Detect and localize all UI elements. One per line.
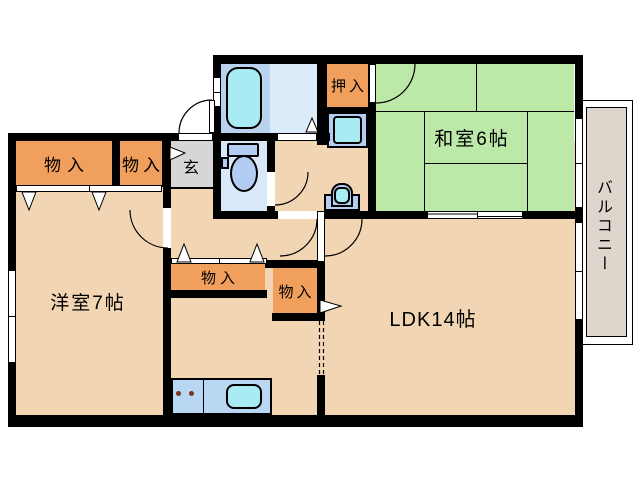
kitchen-sink: [226, 384, 262, 409]
toilet-bowl: [230, 155, 258, 192]
entrance-door-arc: [178, 99, 213, 134]
washitsu-door-leaf: [369, 64, 376, 103]
window-washitsu-balcony: [575, 118, 583, 208]
wall-genkan-left: [162, 141, 171, 187]
storage-center-right: [273, 268, 317, 313]
yoshitsu-door-opening: [163, 208, 171, 248]
bathtub: [226, 67, 262, 129]
wall-bath-right: [317, 55, 327, 145]
bathroom-door-opening: [277, 133, 317, 141]
stove-burner-2: [189, 391, 194, 396]
sliding-door-storage-top: [16, 185, 162, 192]
label-balcony: バルコニー: [594, 178, 611, 274]
hall-door-opening: [278, 211, 317, 219]
oshiire-closet: [327, 64, 368, 107]
entrance-door-leaf: [209, 100, 215, 133]
label-genkan: 玄: [182, 160, 199, 177]
wall-top-main: [213, 55, 583, 64]
label-ldk: LDK14帖: [389, 308, 477, 331]
wall-top-left: [8, 133, 178, 141]
stove-burner-1: [176, 391, 181, 396]
sliding-window-washitsu-south: [427, 211, 523, 219]
label-washitsu: 和室6帖: [434, 128, 510, 150]
storage-top-left-1: [16, 141, 112, 186]
wall-kitchen-stub: [317, 375, 325, 415]
storage-center-wide: [171, 264, 265, 290]
toilet-door-opening: [267, 172, 275, 206]
storage-top-left-2: [120, 141, 162, 186]
ldk-door-leaf: [317, 211, 325, 262]
window-yoshitsu-left: [8, 270, 16, 363]
sliding-door-storage-center: [171, 258, 267, 264]
wall-yoshitsu-right: [163, 186, 171, 415]
wall-bath-bottom: [213, 133, 330, 141]
wall-storage-right-top: [265, 260, 325, 268]
wall-washitsu-left: [368, 55, 376, 219]
label-storage-4: 物入: [278, 283, 315, 301]
wall-bath-left: [213, 55, 221, 211]
washbasin-bowl: [334, 187, 350, 204]
wall-storage-divider: [112, 141, 120, 186]
wall-mid-horizontal: [213, 211, 583, 219]
wall-storage-right-bottom: [272, 313, 325, 321]
label-storage-2: 物入: [122, 155, 164, 175]
label-yoshitsu: 洋室7帖: [50, 292, 126, 314]
toilet-paper-holder: [221, 157, 229, 169]
label-oshiire: 押入: [330, 77, 367, 95]
wall-storage-wide-bottom: [171, 290, 267, 298]
wall-oshiire-bottom: [327, 107, 368, 112]
label-storage-1: 物入: [44, 155, 90, 175]
kitchen-counter-divider: [203, 378, 204, 415]
entrance-opening: [178, 133, 213, 141]
wall-ldk-leaf-stub: [317, 262, 325, 321]
window-ldk-balcony: [575, 222, 583, 320]
wall-bottom: [8, 415, 583, 427]
wall-genkan-step: [171, 187, 213, 189]
washing-machine-pan-inner: [333, 116, 362, 144]
label-storage-3: 物入: [200, 269, 239, 287]
balcony-floor: [586, 107, 627, 337]
